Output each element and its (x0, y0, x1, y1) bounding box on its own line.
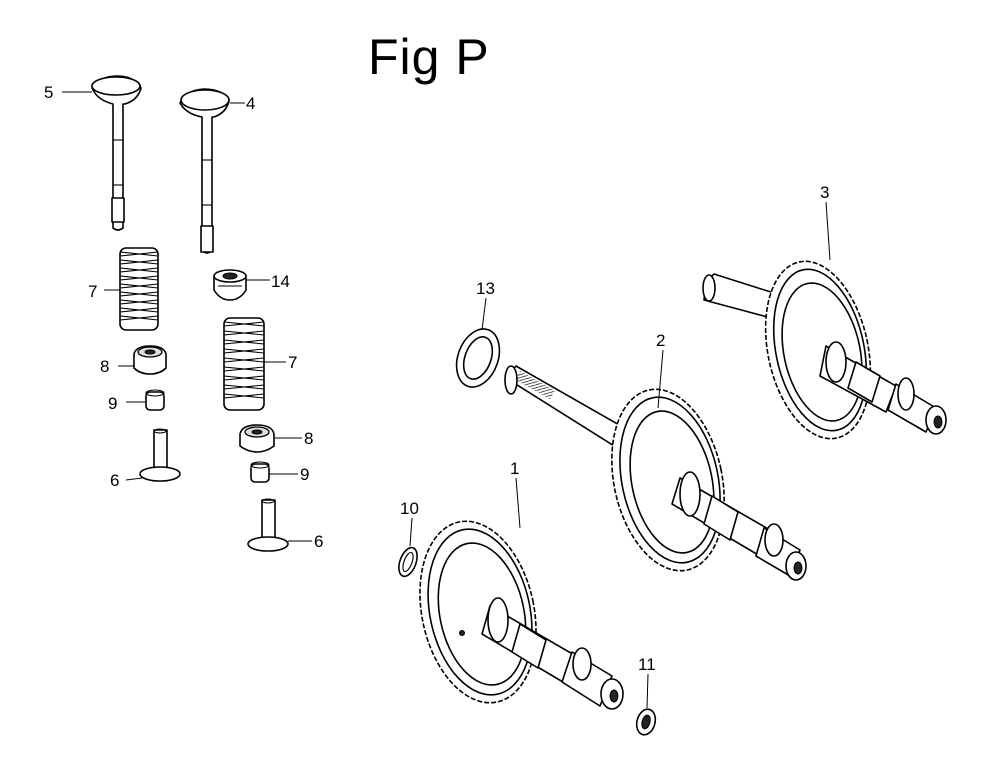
callout-4: 4 (246, 94, 255, 113)
spring-retainer-left (133, 345, 167, 375)
callout-13: 13 (476, 279, 495, 298)
ring-10 (398, 546, 418, 578)
camshaft-2 (504, 365, 807, 581)
valve-spring-right (223, 317, 265, 411)
valve-tappet-right (247, 498, 289, 552)
valve-5 (91, 75, 142, 231)
callout-9a: 9 (108, 394, 117, 413)
callout-3: 3 (820, 183, 829, 202)
callout-1: 1 (510, 459, 519, 478)
washer-13 (455, 328, 501, 388)
camshaft-3 (702, 260, 947, 440)
ring-11 (635, 708, 657, 736)
valve-spring-left (119, 247, 159, 331)
callout-6b: 6 (314, 532, 323, 551)
figure-title: Fig P (368, 29, 490, 85)
stem-seal-14 (213, 269, 247, 301)
callout-2: 2 (656, 331, 665, 350)
callout-8a: 8 (100, 357, 109, 376)
valve-4 (179, 88, 230, 254)
callout-11: 11 (638, 655, 656, 674)
valve-collet-right (250, 461, 270, 483)
callout-9b: 9 (300, 465, 309, 484)
valve-collet-left (145, 389, 165, 411)
spring-retainer-right (239, 424, 275, 453)
camshaft-1 (419, 520, 624, 710)
callout-5: 5 (44, 83, 53, 102)
callout-7a: 7 (88, 282, 97, 301)
valve-tappet-left (139, 428, 181, 482)
callout-14: 14 (271, 272, 290, 291)
callout-6a: 6 (110, 471, 119, 490)
callout-8b: 8 (304, 429, 313, 448)
callout-7b: 7 (288, 353, 297, 372)
callout-10: 10 (400, 499, 419, 518)
